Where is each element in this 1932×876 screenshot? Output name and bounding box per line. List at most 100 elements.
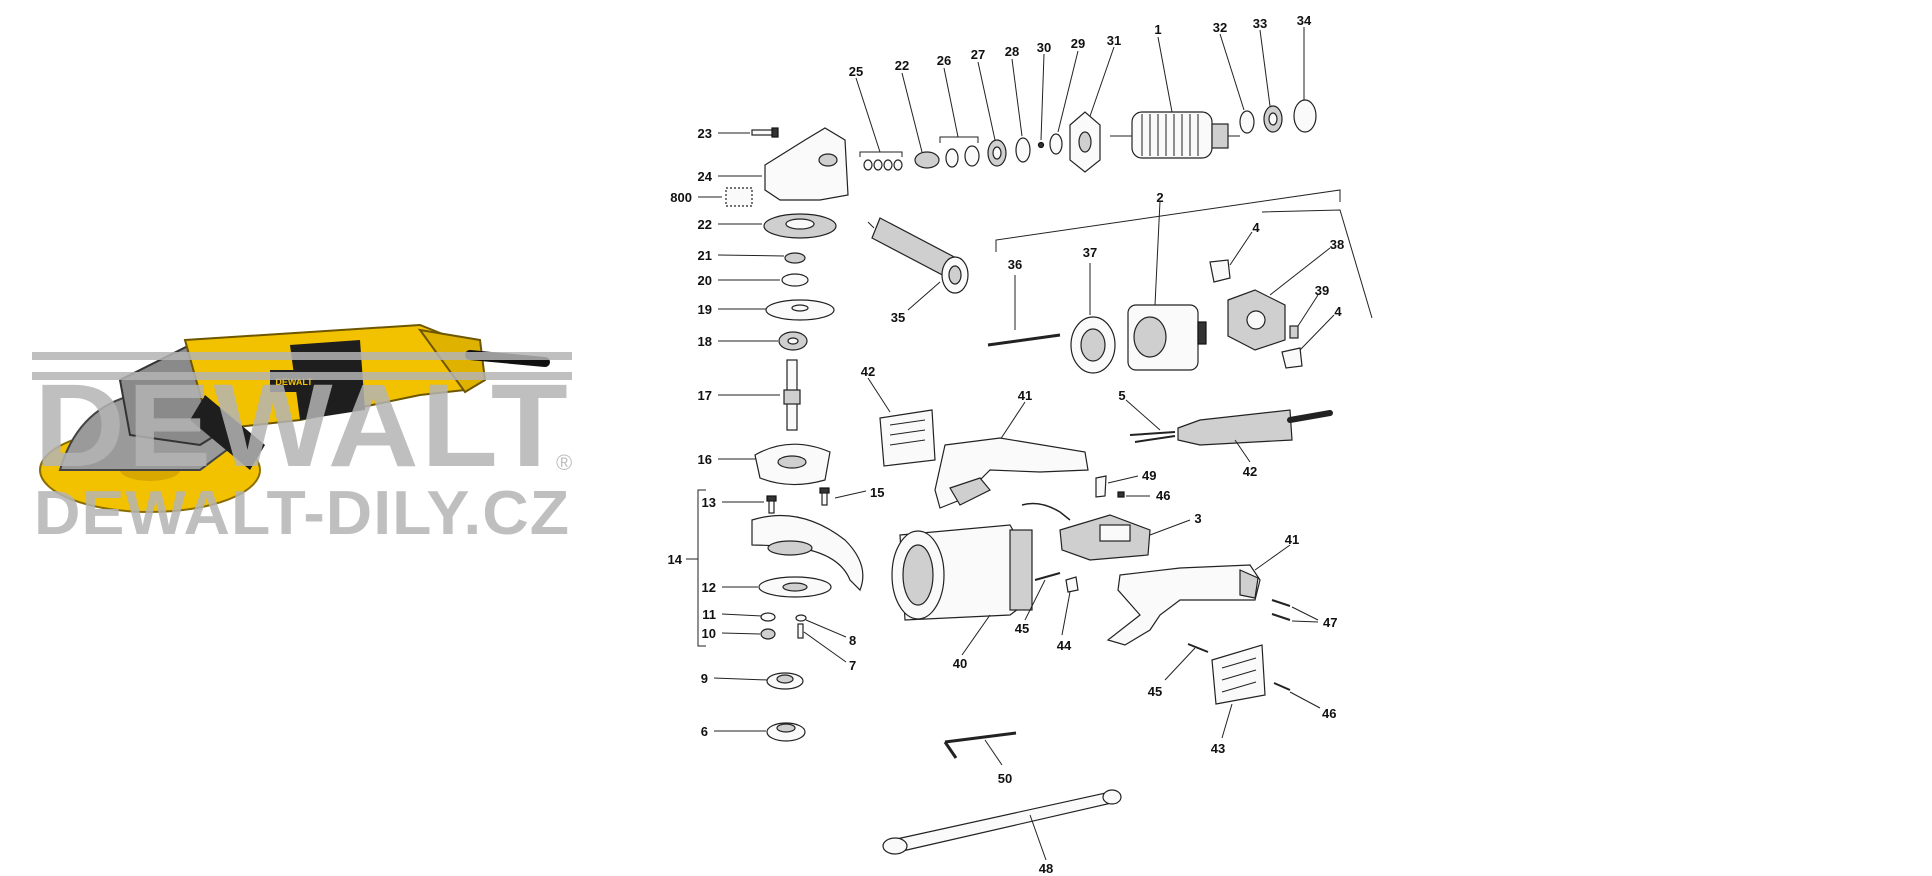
part-42-plate-upper: 42: [861, 364, 936, 467]
callout-18: 18: [698, 334, 712, 349]
callout-38: 38: [1330, 237, 1344, 252]
callout-17: 17: [698, 388, 712, 403]
callout-40: 40: [953, 656, 967, 671]
part-4-brush-lower: 4: [1281, 304, 1342, 369]
callout-26: 26: [937, 53, 951, 68]
callout-35: 35: [891, 310, 905, 325]
part-9-flange: 9: [701, 671, 804, 690]
watermark: DEWALT ® DEWALT-DILY.CZ: [32, 352, 572, 548]
callout-25: 25: [849, 64, 863, 79]
part-26-spacers: 26: [937, 53, 980, 168]
part-27-bearing: 27: [971, 47, 1007, 167]
part-28-ring: 28: [1005, 44, 1031, 163]
callout-28: 28: [1005, 44, 1019, 59]
callout-43: 44: [1057, 638, 1072, 653]
callout-21: 21: [698, 248, 712, 263]
callout-37: 37: [1083, 245, 1097, 260]
parts-cable: 5 42: [1118, 388, 1333, 479]
callout-46-bottom: 46: [1322, 706, 1336, 721]
callout-800: 800: [670, 190, 692, 205]
part-22-bevel-gear: 22: [698, 213, 837, 239]
callout-10: 10: [702, 626, 716, 641]
part-24-gear-housing: 24: [698, 127, 849, 201]
part-43-cable-clip: 44: [1057, 576, 1079, 653]
part-4-brush: 4: [1209, 220, 1260, 283]
side-handle: [190, 395, 265, 470]
callout-29: 29: [1071, 36, 1085, 51]
callout-22-left: 22: [698, 217, 712, 232]
part-800-label: 800: [670, 187, 753, 207]
callout-20: 20: [698, 273, 712, 288]
part-32-washer: 32: [1213, 20, 1255, 134]
part-20-spacer: 20: [698, 273, 809, 288]
part-33-bearing: 33: [1253, 16, 1283, 133]
watermark-url: DEWALT-DILY.CZ: [34, 479, 570, 548]
part-13-screw: 13: [702, 495, 777, 514]
callout-50: 50: [998, 771, 1012, 786]
callout-8: 8: [849, 633, 856, 648]
part-18-bearing: 18: [698, 331, 808, 351]
part-25-bearings: 25: [849, 64, 903, 171]
part-22-pinion: 22: [895, 58, 940, 169]
parts-motor-group: 2 36 37 4: [987, 189, 1373, 374]
callout-15: 15: [870, 485, 884, 500]
watermark-brand: DEWALT: [34, 360, 570, 492]
callout-47: 47: [1323, 615, 1337, 630]
callout-5: 5: [1118, 388, 1125, 403]
part-12-clamp-band: 12: [702, 576, 832, 598]
part-34-cap: 34: [1293, 13, 1317, 133]
callout-22-top: 22: [895, 58, 909, 73]
part-29-washer: 29: [1049, 36, 1085, 155]
part-46-screw-lower: 46: [1273, 682, 1336, 721]
callout-4-top: 4: [1252, 220, 1260, 235]
part-41-handle-half-lower: 41: [1106, 532, 1299, 646]
part-14-guard-assembly-bracket: 14: [668, 489, 706, 647]
part-41-handle-half-upper: 41: [934, 388, 1089, 509]
callout-24: 24: [698, 169, 713, 184]
callout-36: 36: [1008, 257, 1022, 272]
part-14-wheel-guard: [751, 514, 864, 592]
product-badge-text: DEWALT: [275, 377, 313, 387]
part-10-nut: 10: [702, 626, 776, 641]
callout-41-top: 41: [1018, 388, 1032, 403]
part-21-nut: 21: [698, 248, 806, 264]
part-6-flange-nut: 6: [701, 722, 806, 742]
callout-42-bottom: 43: [1211, 741, 1225, 756]
parts-top-row: 25 22 26 27 28: [849, 13, 1317, 173]
part-1-armature: 1: [1110, 22, 1240, 159]
callout-31: 31: [1107, 33, 1121, 48]
callout-1: 1: [1154, 22, 1161, 37]
callout-45-center: 45: [1015, 621, 1029, 636]
part-31-baffle: 31: [1069, 33, 1121, 173]
part-39-spring: 39: [1289, 283, 1329, 339]
part-2-field: [1127, 304, 1207, 371]
callout-39: 39: [1315, 283, 1329, 298]
part-45-screw-lower: 45: [1148, 643, 1209, 699]
part-48-clip: 49: [1095, 468, 1156, 498]
part-35-side-handle: 35: [867, 217, 969, 325]
part-7-screw: 7: [797, 623, 856, 673]
part-36-screw: 36: [987, 257, 1061, 347]
part-47-screws: 47: [1271, 599, 1337, 630]
callout-48: 49: [1142, 468, 1156, 483]
callout-45-lower: 45: [1148, 684, 1162, 699]
callout-27: 27: [971, 47, 985, 62]
callout-6: 6: [701, 724, 708, 739]
callout-41-bottom: 41: [1285, 532, 1299, 547]
part-3-switch: 3: [1021, 502, 1202, 561]
watermark-registered: ®: [556, 450, 572, 475]
callout-12: 12: [702, 580, 716, 595]
part-45-screw-center: 45: [1015, 572, 1061, 636]
callout-7: 7: [849, 658, 856, 673]
callout-9: 9: [701, 671, 708, 686]
callout-30: 30: [1037, 40, 1051, 55]
part-19-washer: 19: [698, 299, 835, 321]
callout-49: 48: [1039, 861, 1053, 876]
part-17-spindle: 17: [698, 359, 801, 431]
part-8-washer: 8: [795, 614, 856, 648]
callout-46-top: 46: [1156, 488, 1170, 503]
part-16-bearing-plate: 16: [698, 443, 831, 486]
callout-16: 16: [698, 452, 712, 467]
part-11-washer: 11: [702, 607, 776, 622]
